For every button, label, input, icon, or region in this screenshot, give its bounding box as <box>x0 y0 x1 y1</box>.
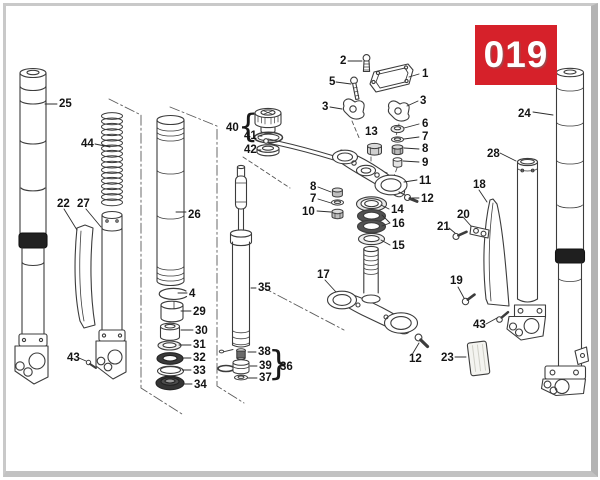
page-number: 019 <box>483 34 549 75</box>
part-label-32: 32 <box>193 352 206 364</box>
stop-ring-4 <box>158 287 188 301</box>
part-label-27: 27 <box>77 198 90 210</box>
part-label-3a: 3 <box>322 101 328 113</box>
part-label-8b: 8 <box>422 143 429 155</box>
brace-group-40: { <box>238 107 258 145</box>
dust-seal-34 <box>155 375 185 391</box>
part-label-19: 19 <box>450 275 463 287</box>
upper-triple-clamp-11 <box>331 149 419 203</box>
stem-nut-hardware <box>367 124 405 168</box>
washer-31 <box>157 340 182 351</box>
part-label-17: 17 <box>317 269 330 281</box>
part-label-14: 14 <box>391 204 404 216</box>
part-label-30: 30 <box>195 325 208 337</box>
part-label-37: 37 <box>259 372 272 384</box>
mount-bolt-left <box>85 359 97 369</box>
part-label-25: 25 <box>59 98 72 110</box>
retaining-clip-33 <box>156 365 185 377</box>
brace-group-36: } <box>268 344 290 384</box>
part-label-24: 24 <box>518 108 531 120</box>
part-label-41: 41 <box>244 130 257 142</box>
part-label-35: 35 <box>258 282 271 294</box>
part-label-22: 22 <box>57 198 70 210</box>
base-valve-group-36 <box>217 348 250 381</box>
part-label-2: 2 <box>340 55 346 67</box>
oil-seal-32 <box>156 352 184 365</box>
page-number-badge: 019 <box>475 25 557 85</box>
part-label-3b: 3 <box>420 95 426 107</box>
part-label-33: 33 <box>193 365 206 377</box>
steering-bearing-stack <box>355 196 388 246</box>
outer-tube-28 <box>506 157 547 341</box>
part-label-13: 13 <box>365 126 378 138</box>
part-label-16: 16 <box>392 218 405 230</box>
group-boundary-lines <box>108 98 345 415</box>
part-label-39: 39 <box>259 360 272 372</box>
damper-rod-35 <box>229 164 253 348</box>
reflector-pad-23 <box>466 340 491 377</box>
mount-bolts-right <box>461 293 510 323</box>
lower-triple-clamp-17 <box>326 245 430 349</box>
part-label-23: 23 <box>441 352 454 364</box>
fork-leg-left <box>14 67 49 385</box>
guide-bushing-30 <box>159 322 181 341</box>
fork-cap-40 <box>254 107 282 135</box>
spring-coil-44 <box>101 112 123 207</box>
fork-protector-right <box>452 198 510 307</box>
part-label-29: 29 <box>193 306 206 318</box>
part-label-5: 5 <box>329 76 336 88</box>
part-label-15: 15 <box>392 240 405 252</box>
part-label-6: 6 <box>422 118 428 130</box>
part-label-8a: 8 <box>310 181 317 193</box>
part-label-26: 26 <box>188 209 201 221</box>
leader-lines <box>44 60 554 385</box>
part-label-43a: 43 <box>67 352 80 364</box>
part-label-11: 11 <box>419 175 432 187</box>
part-label-28: 28 <box>487 148 500 160</box>
part-label-18: 18 <box>473 179 486 191</box>
part-label-34: 34 <box>194 379 207 391</box>
part-label-9: 9 <box>422 157 428 169</box>
part-label-36: 36 <box>280 361 293 373</box>
part-label-38: 38 <box>258 346 271 358</box>
part-label-7b: 7 <box>422 131 428 143</box>
part-label-21: 21 <box>437 221 450 233</box>
slide-bushing-29 <box>160 300 184 323</box>
fork-protector-left <box>74 224 96 329</box>
part-label-1: 1 <box>422 68 429 80</box>
fork-slider-middle <box>95 210 127 380</box>
part-labels: 25 44 22 27 43 26 4 29 30 31 32 33 34 40… <box>57 55 531 391</box>
part-label-43b: 43 <box>473 319 486 331</box>
part-label-12a: 12 <box>421 193 434 205</box>
part-label-12b: 12 <box>409 353 422 365</box>
part-label-42: 42 <box>244 144 257 156</box>
part-label-31: 31 <box>193 339 206 351</box>
part-label-44: 44 <box>81 138 94 150</box>
part-label-7a: 7 <box>310 193 316 205</box>
inner-tube-26 <box>156 114 185 287</box>
part-label-40: 40 <box>226 122 239 134</box>
part-label-4: 4 <box>189 288 196 300</box>
handlebar-clamp-group <box>342 54 414 122</box>
fork-leg-right <box>540 67 590 397</box>
stem-lock-hardware <box>331 187 344 220</box>
part-label-20: 20 <box>457 209 470 221</box>
part-label-10: 10 <box>302 206 315 218</box>
spring-seat-42 <box>256 144 280 157</box>
